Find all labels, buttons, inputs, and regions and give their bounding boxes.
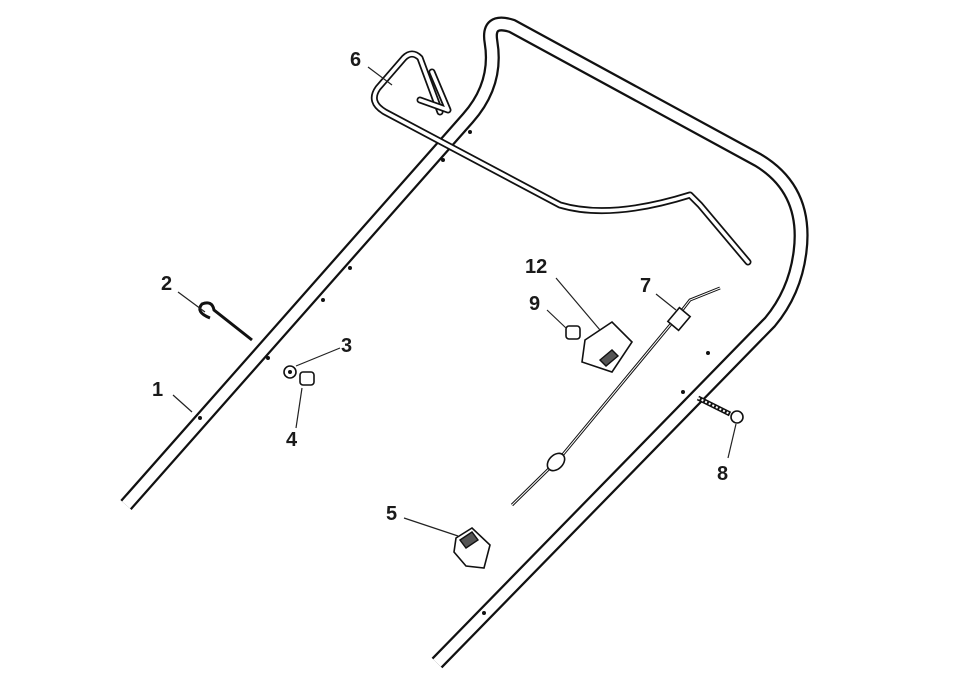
bolt-8 bbox=[696, 395, 744, 424]
nut-4 bbox=[299, 371, 315, 386]
callout-12: 12 bbox=[525, 256, 547, 278]
leader-lines bbox=[172, 66, 737, 537]
clamp bbox=[453, 526, 491, 569]
handle-tube bbox=[120, 16, 809, 669]
nut-9 bbox=[565, 325, 581, 340]
callout-3: 3 bbox=[341, 335, 352, 357]
callout-5: 5 bbox=[386, 503, 397, 525]
callout-6: 6 bbox=[350, 49, 361, 71]
hook-bolt bbox=[198, 301, 253, 342]
callout-4: 4 bbox=[286, 429, 298, 451]
bail-bar bbox=[370, 50, 752, 266]
callout-8: 8 bbox=[717, 463, 728, 485]
control-cable bbox=[510, 286, 721, 507]
cable-clip bbox=[581, 320, 634, 373]
callout-9: 9 bbox=[529, 293, 540, 315]
callout-7: 7 bbox=[640, 275, 651, 297]
callout-2: 2 bbox=[161, 273, 172, 295]
callout-labels: 1 2 3 4 5 6 7 8 9 12 bbox=[152, 49, 728, 525]
callout-1: 1 bbox=[152, 379, 163, 401]
